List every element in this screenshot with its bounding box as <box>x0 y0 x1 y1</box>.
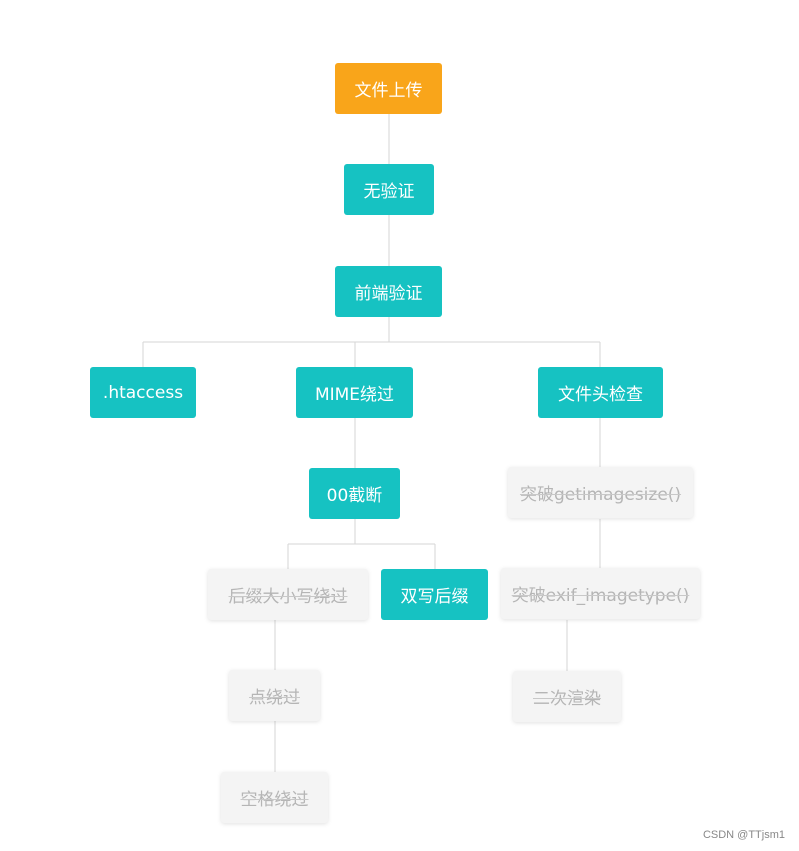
node-getimagesize-bypass[interactable]: 突破getimagesize() <box>508 467 693 518</box>
node-mime-bypass[interactable]: MIME绕过 <box>296 367 413 418</box>
node-case-bypass[interactable]: 后缀大小写绕过 <box>208 569 368 620</box>
node-space-bypass[interactable]: 空格绕过 <box>221 772 328 823</box>
node-null-truncation[interactable]: 00截断 <box>309 468 400 519</box>
node-rerender[interactable]: 二次渲染 <box>513 671 621 722</box>
node-exif-bypass[interactable]: 突破exif_imagetype() <box>501 568 700 619</box>
node-no-validation[interactable]: 无验证 <box>344 164 434 215</box>
node-file-upload[interactable]: 文件上传 <box>335 63 442 114</box>
node-dot-bypass[interactable]: 点绕过 <box>229 670 320 721</box>
watermark-text: CSDN @TTjsm1 <box>702 829 785 841</box>
node-file-header-check[interactable]: 文件头检查 <box>538 367 663 418</box>
node-htaccess[interactable]: .htaccess <box>90 367 196 418</box>
node-double-suffix[interactable]: 双写后缀 <box>381 569 488 620</box>
node-frontend-validation[interactable]: 前端验证 <box>335 266 442 317</box>
